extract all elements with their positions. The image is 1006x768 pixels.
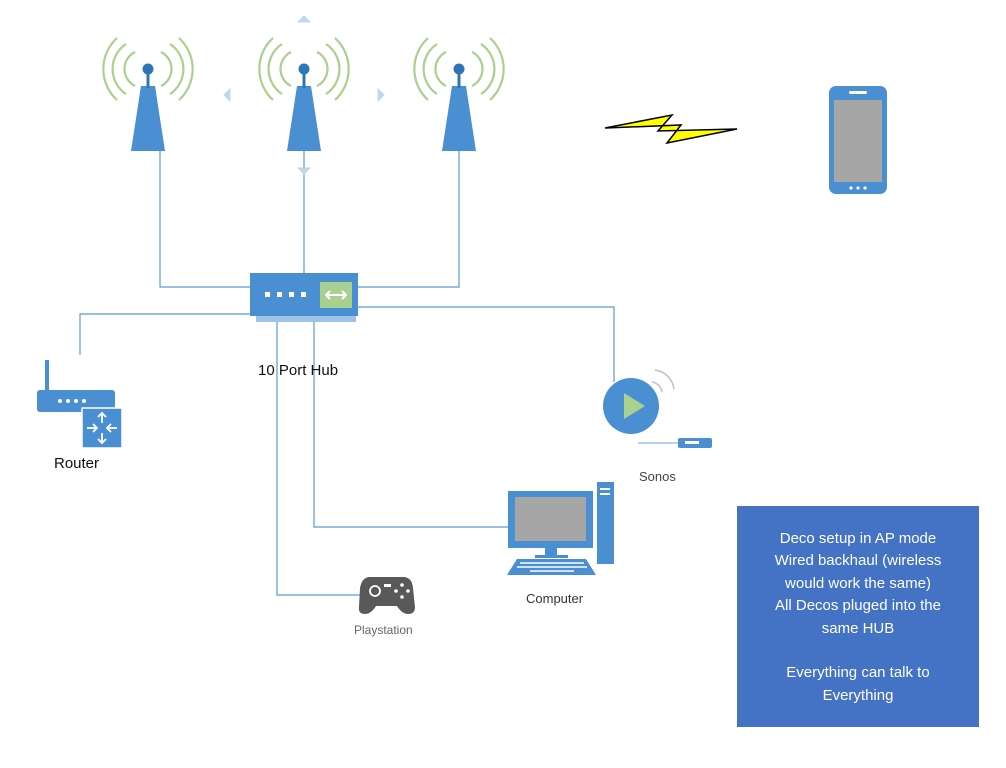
note-line: Everything can talk to	[786, 664, 930, 682]
sonos-label: Sonos	[639, 469, 676, 484]
cable-playstation	[276, 318, 360, 596]
router-icon	[37, 360, 123, 449]
note-line: All Decos pluged into the	[775, 597, 941, 615]
note-line: Deco setup in AP mode	[779, 530, 937, 547]
hub-label: 10 Port Hub	[258, 362, 339, 379]
cable-antenna-left	[159, 150, 250, 288]
move-arrows	[223, 15, 385, 175]
note-line: Everything	[822, 686, 894, 704]
arrow-down-icon	[296, 167, 312, 175]
playstation-label: Playstation	[354, 623, 413, 637]
antenna-left	[102, 37, 194, 151]
cable-antenna-right	[358, 150, 460, 288]
smartphone-icon	[829, 86, 887, 194]
antenna-middle	[258, 37, 350, 151]
lightning-icon	[604, 113, 738, 145]
note-line: would work the same)	[785, 574, 931, 592]
arrow-left-icon	[223, 87, 231, 103]
gamepad-icon	[358, 577, 415, 614]
note-line: same HUB	[821, 619, 895, 637]
cable-router	[79, 313, 250, 355]
router-label: Router	[54, 455, 100, 472]
hub-icon	[250, 273, 358, 322]
antenna-right	[413, 37, 505, 151]
cable-computer	[313, 318, 508, 528]
note-box: Deco setup in AP mode Wired backhaul (wi…	[737, 506, 979, 727]
arrow-right-icon	[377, 87, 385, 103]
computer-icon	[507, 482, 614, 575]
antenna-icon	[102, 37, 194, 151]
antenna-icon	[258, 37, 350, 151]
antenna-icon	[413, 37, 505, 151]
note-line	[745, 640, 971, 662]
cables	[79, 150, 615, 596]
note-line: Wired backhaul (wireless	[774, 552, 942, 570]
computer-label: Computer	[526, 591, 584, 606]
cable-sonos	[358, 306, 615, 382]
arrow-up-icon	[296, 15, 312, 23]
sonos-icon	[603, 369, 712, 448]
